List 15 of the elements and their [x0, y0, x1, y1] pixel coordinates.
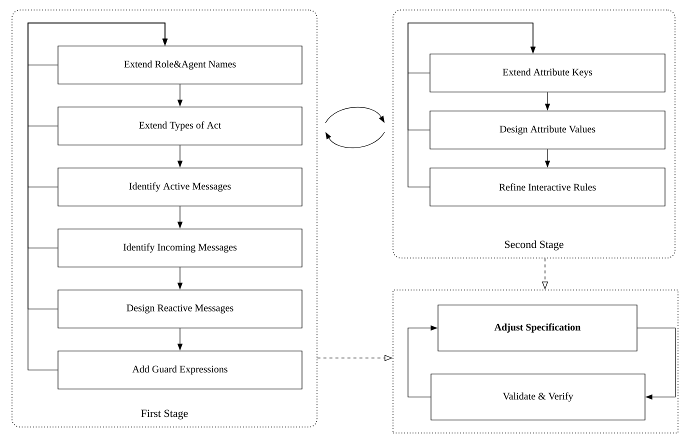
arrow: [637, 328, 676, 400]
feedback-arrow: [28, 22, 168, 370]
process-box: Adjust Specification: [438, 304, 638, 352]
process-box: Identify Active Messages: [58, 168, 302, 206]
process-box: Extend Role&Agent Names: [58, 46, 302, 84]
process-box: Identify Incoming Messages: [58, 228, 302, 268]
stage-panel: [392, 290, 678, 434]
process-box: Extend Types of Act: [58, 106, 302, 146]
process-box: Extend Attribute Keys: [430, 54, 666, 92]
process-box: Validate & Verify: [430, 374, 646, 420]
process-box: Add Guard Expressions: [58, 350, 302, 390]
process-box: Refine Interactive Rules: [430, 168, 666, 206]
process-box: Design Attribute Values: [430, 110, 666, 150]
feedback-arrow: [408, 22, 536, 188]
process-box: Design Reactive Messages: [58, 290, 302, 328]
